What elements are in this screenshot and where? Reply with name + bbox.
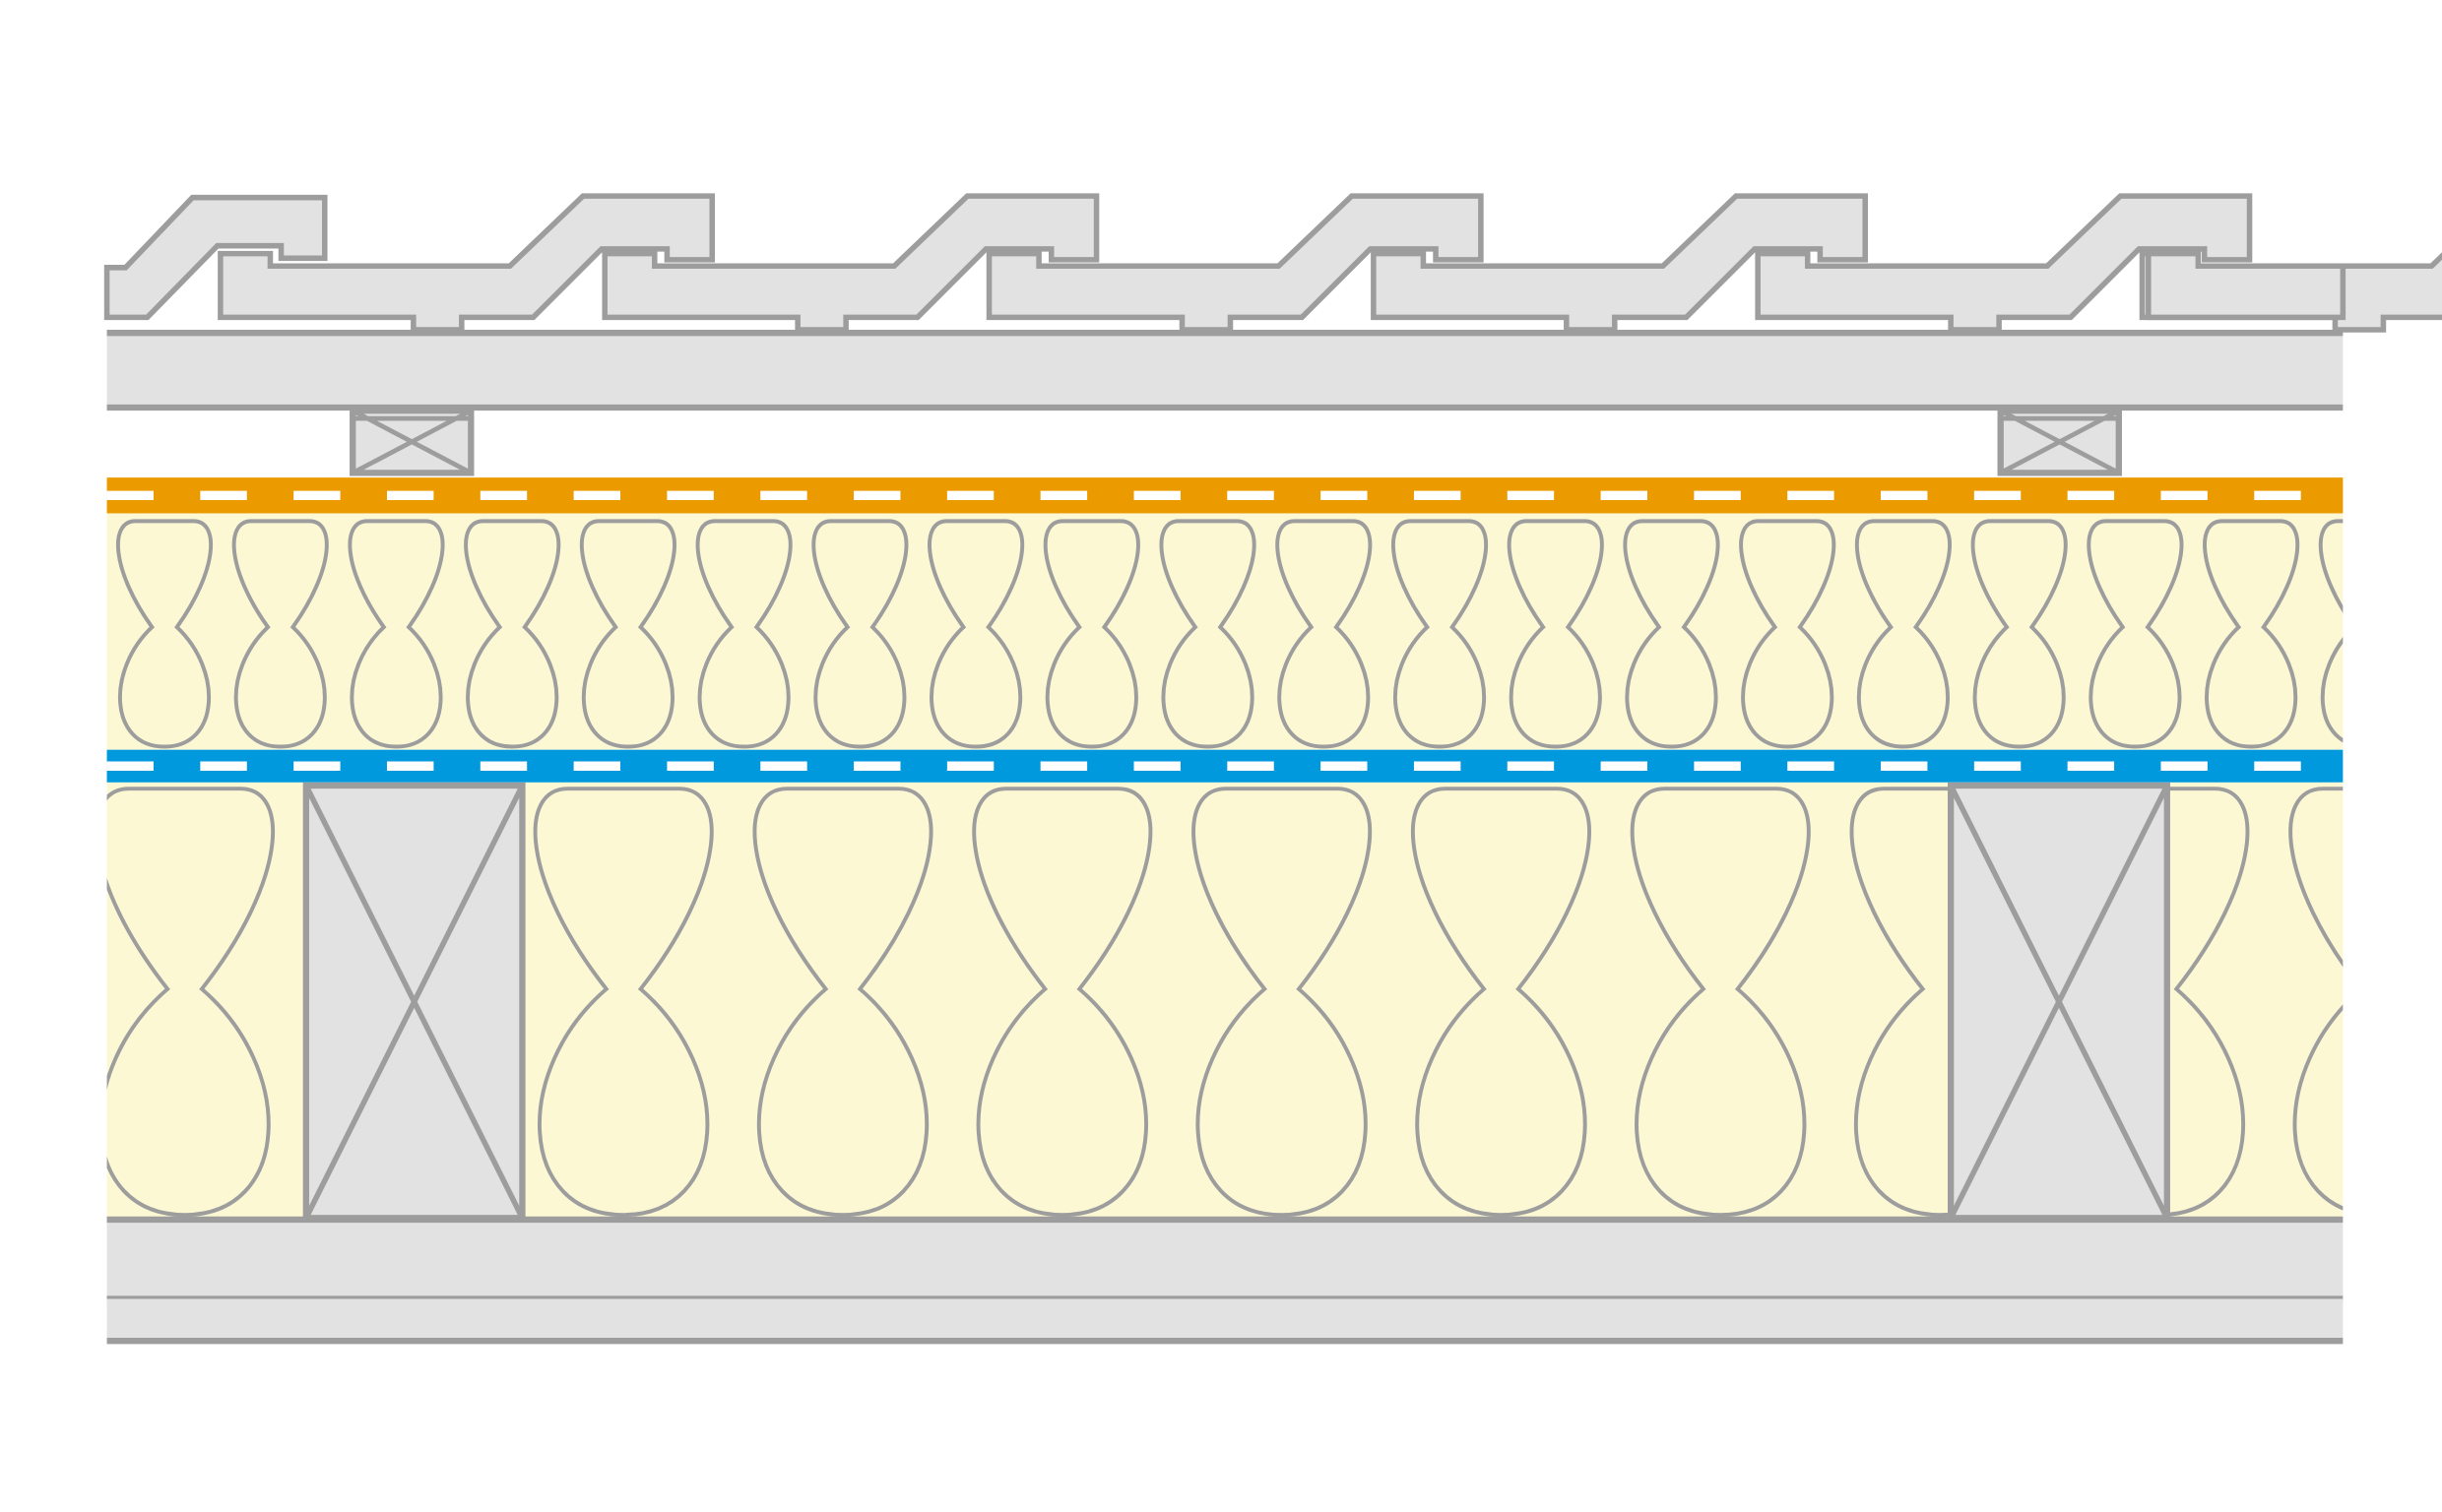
insulation-fiber [1507, 519, 1604, 749]
insulation-fiber [2436, 521, 2442, 746]
counter-battens [350, 408, 2122, 476]
insulation-fiber [1739, 519, 1836, 749]
tile-support-board [106, 330, 2344, 411]
insulation-fiber [972, 787, 1153, 1218]
insulation-fiber [1623, 519, 1720, 749]
insulation-fiber [1391, 519, 1488, 749]
roof-tile-partial [103, 194, 328, 321]
roof-tile [1371, 193, 1868, 333]
insulation-fiber [2087, 519, 2184, 749]
insulation-fiber [928, 519, 1025, 749]
insulation-fiber [348, 519, 445, 749]
insulation-fiber [1191, 787, 1373, 1218]
roof-tile [602, 193, 1100, 333]
rafter [1947, 782, 2170, 1222]
insulation-fiber [2288, 787, 2344, 1211]
insulation-fiber [1159, 519, 1256, 749]
interior-lining [106, 1298, 2344, 1345]
insulation-fiber [695, 519, 793, 749]
insulation-fiber [116, 519, 213, 749]
roof-tile [1755, 193, 2253, 333]
interior-board [106, 1216, 2344, 1302]
roof-tiles [103, 193, 2442, 333]
insulation-fiber [1630, 787, 1811, 1218]
insulation-fiber [1275, 519, 1373, 749]
upper-insulation [2, 513, 2442, 750]
insulation-fiber [1043, 519, 1140, 749]
insulation-fiber [231, 519, 329, 749]
counter-batten [1997, 408, 2122, 476]
roof-tile-partial [2146, 250, 2346, 321]
insulation-fiber [2318, 519, 2344, 743]
insulation-fiber [464, 519, 561, 749]
counter-batten [350, 408, 475, 476]
insulation-fiber [1970, 519, 2068, 749]
lower-membrane [106, 749, 2344, 783]
insulation-fiber [752, 787, 933, 1218]
rafter [302, 782, 526, 1222]
insulation-fiber [106, 787, 276, 1218]
insulation-fiber [0, 788, 53, 1215]
insulation-fiber [533, 787, 714, 1218]
insulation-fiber [579, 519, 676, 749]
insulation-fiber [2203, 519, 2300, 749]
insulation-fiber [1410, 787, 1591, 1218]
insulation-fiber [1854, 519, 1952, 749]
roof-tile [218, 193, 716, 333]
roof-tile [986, 193, 1484, 333]
insulation-fiber [2, 521, 95, 746]
upper-membrane [106, 477, 2344, 514]
insulation-fiber [811, 519, 909, 749]
